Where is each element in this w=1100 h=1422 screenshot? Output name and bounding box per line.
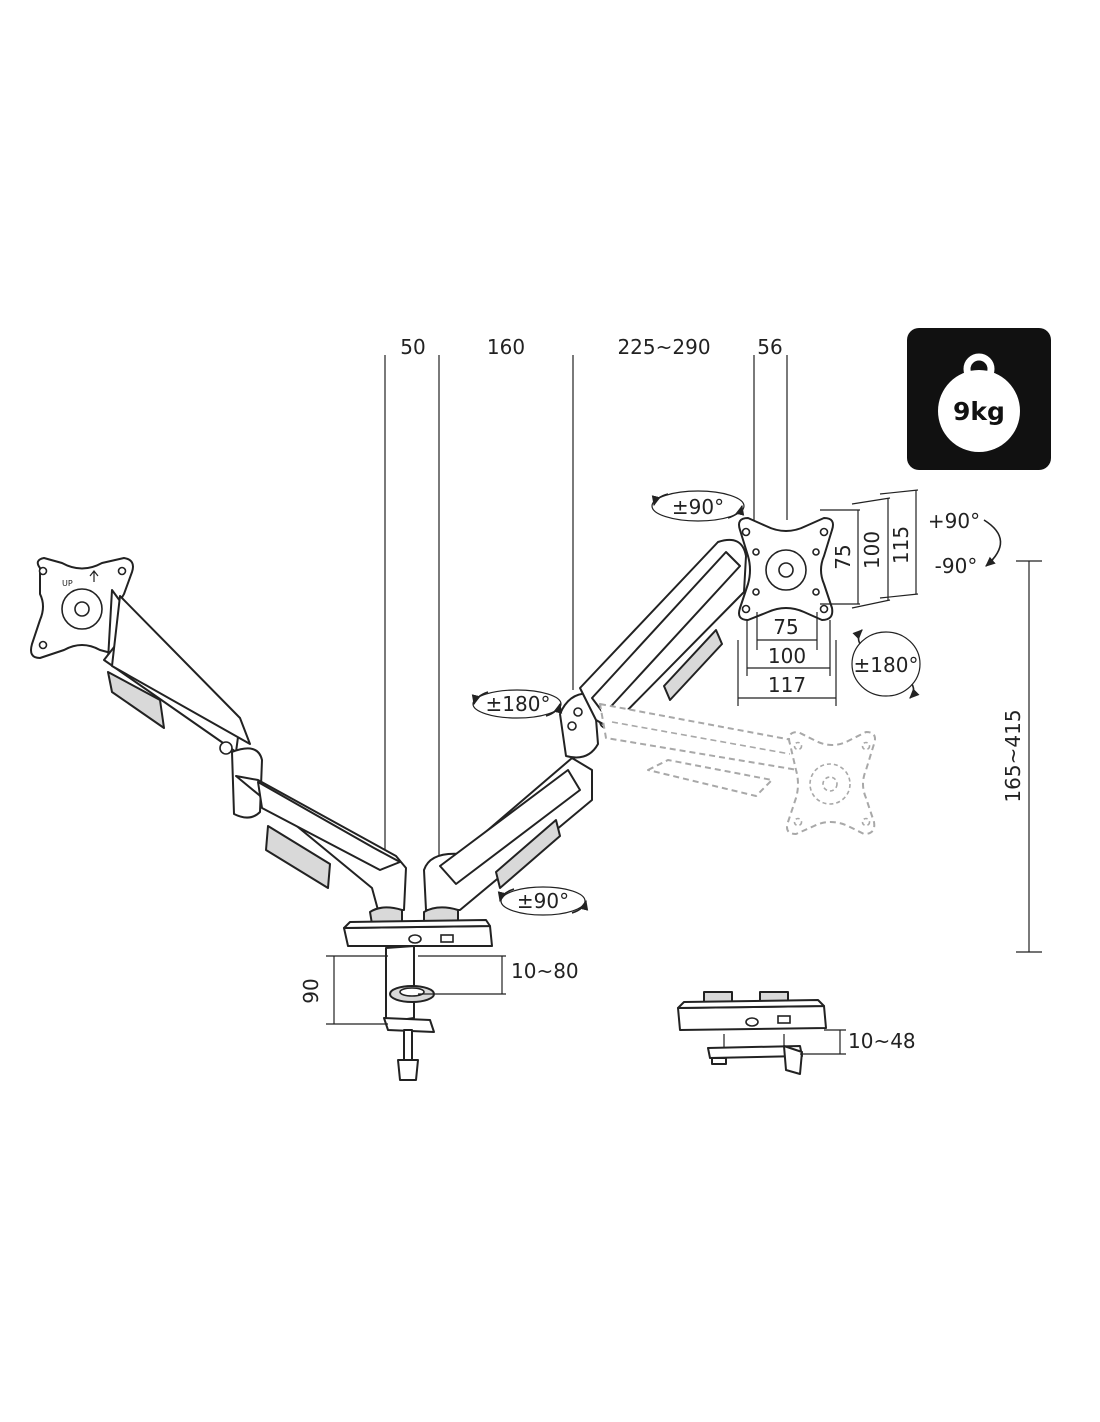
grommet-mount-inset: [677, 991, 827, 1075]
pan-angle-label: ±90°: [672, 495, 724, 519]
vesa-v-115: 115: [889, 526, 913, 564]
vesa-h-117: 117: [768, 673, 806, 697]
right-monitor-arm: [423, 538, 747, 911]
right-vesa-plate: [738, 517, 834, 621]
weight-icon: [938, 353, 1020, 452]
base-swivel-indicator: [497, 886, 589, 916]
height-range-label: 165~415: [1001, 709, 1025, 802]
pan-rotation-indicator: [651, 490, 745, 522]
tilt-indicator: [983, 519, 1002, 567]
grommet-dimension-lines: [800, 1029, 846, 1055]
dim-arm-offset: 50: [400, 335, 425, 359]
svg-text:UP: UP: [62, 579, 73, 588]
vesa-v-75: 75: [831, 544, 855, 569]
clamp-dimension-lines: [326, 955, 506, 1025]
left-vesa-plate: UP: [30, 557, 134, 659]
dim-head: 56: [757, 335, 782, 359]
grommet-range-label: 10~48: [848, 1029, 916, 1053]
height-range-lines: [1016, 560, 1042, 953]
vesa-dimension-lines: [737, 489, 919, 706]
ghost-position: [599, 703, 876, 835]
head-rotation-indicator: [851, 629, 921, 699]
clamp-range-label: 10~80: [511, 959, 579, 983]
head-rotation-label: ±180°: [854, 653, 919, 677]
arm-swivel-indicator: [471, 689, 563, 719]
vesa-h-75: 75: [773, 615, 798, 639]
tilt-up-label: +90°: [928, 509, 980, 533]
tilt-down-label: -90°: [935, 554, 978, 578]
base-swivel-label: ±90°: [517, 889, 569, 913]
arm-swivel-label: ±180°: [486, 692, 551, 716]
left-monitor-arm: [103, 589, 407, 911]
top-dimension-lines: [384, 355, 788, 870]
desk-base-clamp: [343, 906, 493, 1081]
weight-badge: 9kg: [907, 328, 1051, 470]
vesa-h-100: 100: [768, 644, 806, 668]
clamp-height-label: 90: [299, 978, 323, 1003]
dim-lower-arm: 160: [487, 335, 525, 359]
vesa-v-100: 100: [860, 531, 884, 569]
weight-capacity-label: 9kg: [953, 397, 1005, 426]
dim-upper-arm: 225~290: [617, 335, 710, 359]
